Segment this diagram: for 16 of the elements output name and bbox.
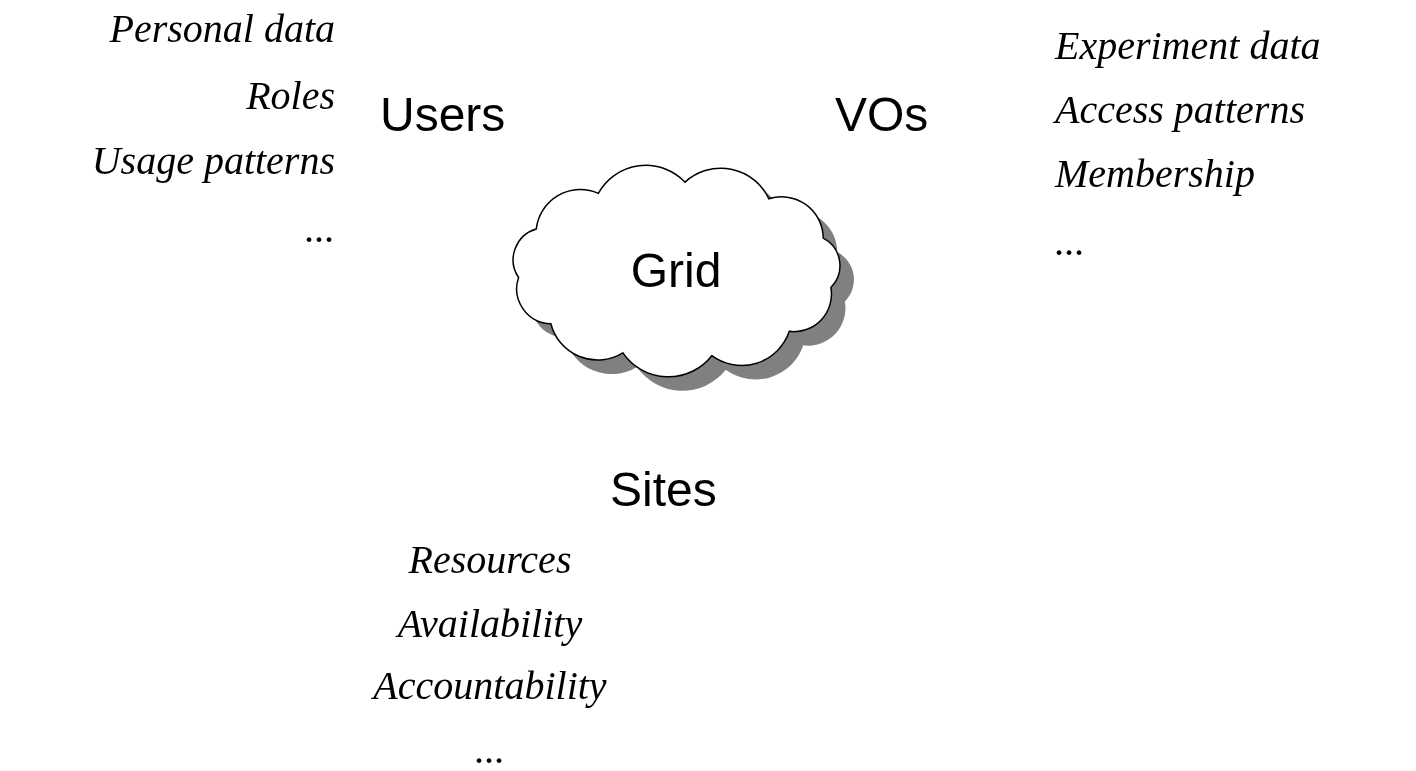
attribute-text: Personal data [109,6,335,51]
attribute-text: Experiment data [1055,23,1321,68]
group-label: Sites [610,463,717,516]
attribute-text: ... [475,727,505,771]
attribute-text: Usage patterns [91,138,335,183]
attribute-text: Access patterns [1055,87,1305,132]
attribute-text: Membership [1055,151,1255,196]
attribute-text: ... [1055,219,1085,264]
attribute-text: ... [305,206,335,251]
group-label: Users [380,88,506,141]
attribute-text: Roles [246,73,335,118]
attribute-text: Accountability [373,663,607,708]
node-label: Grid [630,247,722,295]
attribute-text: Resources [408,537,572,582]
group-label: VOs [835,88,929,141]
attribute-text: Availability [397,601,583,646]
